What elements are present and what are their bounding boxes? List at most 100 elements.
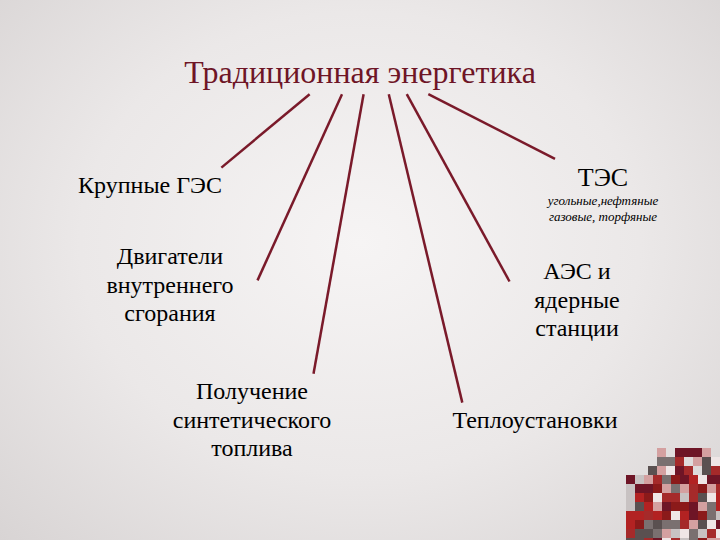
stitch-cell [671, 511, 680, 520]
stitch-cell [698, 511, 707, 520]
stitch-cell [644, 529, 653, 538]
stitch-cell [662, 538, 671, 540]
branch-line [258, 94, 343, 280]
stitch-cell [707, 493, 716, 502]
stitch-cell [689, 520, 698, 529]
stitch-cell [653, 475, 662, 484]
stitch-cell [644, 502, 653, 511]
stitch-cell [653, 520, 662, 529]
stitch-cell [711, 466, 720, 475]
stitch-cell [671, 529, 680, 538]
stitch-cell [680, 502, 689, 511]
stitch-cell [680, 484, 689, 493]
branch-line [389, 94, 463, 402]
stitch-cell [680, 529, 689, 538]
stitch-cell [698, 493, 707, 502]
branch-item: Теплоустановки [448, 403, 621, 438]
stitch-cell [635, 511, 644, 520]
stitch-cell [635, 529, 644, 538]
stitch-cell [648, 466, 657, 475]
stitch-cell [680, 475, 689, 484]
stitch-cell [644, 484, 653, 493]
branch-item: Крупные ГЭС [74, 168, 226, 203]
stitch-cell [644, 475, 653, 484]
stitch-cell [671, 493, 680, 502]
stitch-cell [689, 475, 698, 484]
stitch-cell [662, 520, 671, 529]
stitch-cell [716, 502, 720, 511]
node-label: АЭС и ядерные станции [514, 257, 641, 343]
stitch-cell [671, 520, 680, 529]
stitch-cell [635, 502, 644, 511]
stitch-cell [716, 538, 720, 540]
stitch-cell [626, 520, 635, 529]
stitch-cell [707, 475, 716, 484]
stitch-cell [689, 502, 698, 511]
stitch-cell [707, 484, 716, 493]
stitch-cell [707, 511, 716, 520]
stitch-cell [644, 538, 653, 540]
stitch-cell [662, 502, 671, 511]
branch-line [314, 94, 364, 374]
stitch-cell [662, 484, 671, 493]
stitch-cell [707, 529, 716, 538]
stitch-cell [662, 511, 671, 520]
stitch-cell [626, 502, 635, 511]
branch-item: Двигатели внутреннего сгорания [83, 239, 258, 331]
node-label: Теплоустановки [452, 406, 617, 435]
stitch-cell [675, 457, 684, 466]
stitch-cell [662, 529, 671, 538]
stitch-cell [716, 484, 720, 493]
stitch-cell [666, 466, 675, 475]
stitch-cell [698, 484, 707, 493]
node-label: Крупные ГЭС [78, 171, 222, 200]
stitch-cell [635, 538, 644, 540]
stitch-cell [680, 538, 689, 540]
stitch-cell [671, 538, 680, 540]
stitch-cell [689, 538, 698, 540]
stitch-cell [716, 493, 720, 502]
stitch-cell [653, 511, 662, 520]
stitch-cell [657, 457, 666, 466]
stitch-cell [635, 520, 644, 529]
stitch-cell [711, 457, 720, 466]
stitch-cell [716, 511, 720, 520]
stitch-cell [684, 448, 693, 457]
stitch-cell [693, 457, 702, 466]
node-label: ТЭС [527, 162, 679, 193]
stitch-cell [707, 502, 716, 511]
stitch-cell [653, 493, 662, 502]
stitch-cell [626, 484, 635, 493]
branch-item: АЭС и ядерные станции [510, 254, 645, 346]
branch-line [428, 94, 555, 159]
stitch-cell [662, 493, 671, 502]
branch-item: Получение синтетического топлива [150, 374, 355, 466]
stitch-cell [702, 448, 711, 457]
branch-item: ТЭСугольные,нефтяные газовые, торфяные [523, 159, 683, 227]
node-label: Получение синтетического топлива [154, 377, 351, 463]
stitch-cell [707, 538, 716, 540]
stitch-cell [689, 484, 698, 493]
stitch-cell [675, 466, 684, 475]
stitch-cell [666, 457, 675, 466]
stitch-cell [716, 520, 720, 529]
stitch-cell [671, 502, 680, 511]
stitch-cell [716, 475, 720, 484]
stitch-cell [626, 511, 635, 520]
stitch-cell [635, 484, 644, 493]
stitch-cell [702, 457, 711, 466]
stitch-cell [626, 529, 635, 538]
stitch-cell [698, 529, 707, 538]
stitch-cell [689, 493, 698, 502]
branch-line [407, 94, 510, 281]
stitch-cell [662, 475, 671, 484]
branch-line [221, 94, 309, 167]
stitch-cell [702, 466, 711, 475]
stitch-cell [707, 520, 716, 529]
node-note: угольные,нефтяные газовые, торфяные [527, 193, 679, 224]
stitch-cell [675, 448, 684, 457]
stitch-cell [698, 475, 707, 484]
stitch-cell [671, 475, 680, 484]
stitch-cell [644, 511, 653, 520]
